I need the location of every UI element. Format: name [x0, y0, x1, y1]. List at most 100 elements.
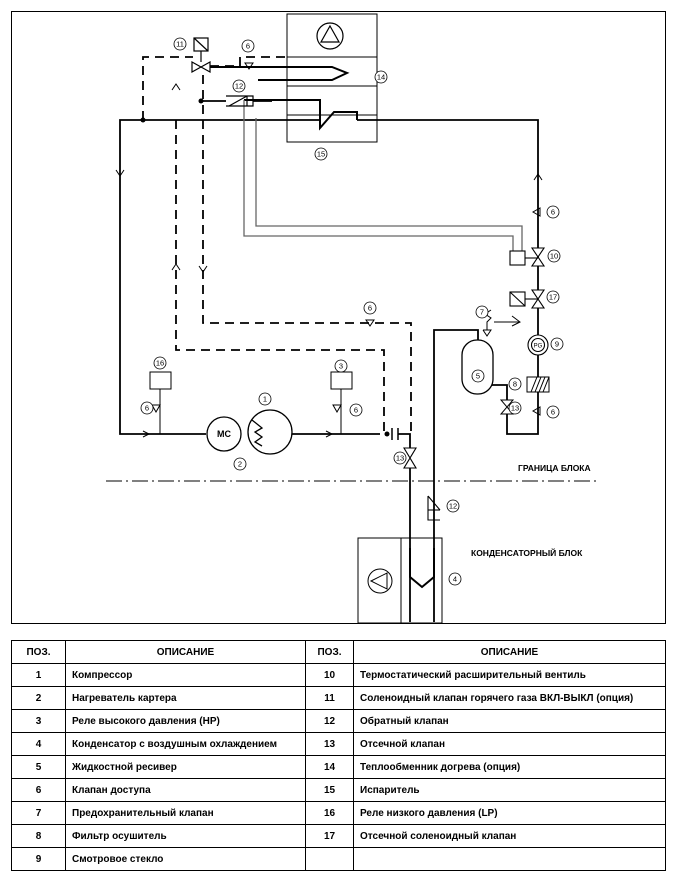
pos-header-left: ПОЗ. — [11, 640, 66, 664]
sensing-bulb-lines — [243, 100, 523, 255]
pos-cell: 9 — [11, 847, 66, 871]
svg-text:11: 11 — [176, 40, 184, 49]
table-row: 4 Конденсатор с воздушным охлаждением 13… — [11, 732, 666, 756]
pos-cell: 2 — [11, 686, 66, 710]
svg-text:17: 17 — [549, 293, 557, 302]
desc-cell: Фильтр осушитель — [65, 824, 306, 848]
pos-cell: 14 — [305, 755, 354, 779]
pos-header-right: ПОЗ. — [305, 640, 354, 664]
pos-cell: 15 — [305, 778, 354, 802]
desc-header-right: ОПИСАНИЕ — [353, 640, 666, 664]
desc-cell: Нагреватель картера — [65, 686, 306, 710]
table-row: 7 Предохранительный клапан 16 Реле низко… — [11, 801, 666, 825]
desc-cell — [353, 847, 666, 871]
svg-text:3: 3 — [339, 362, 343, 371]
svg-text:6: 6 — [551, 208, 555, 217]
check-valve-12-top — [226, 95, 254, 107]
svg-text:6: 6 — [354, 406, 358, 415]
liquid-receiver — [461, 339, 494, 395]
check-valve-12-discharge — [427, 495, 441, 521]
callouts — [140, 37, 564, 586]
pos-cell: 3 — [11, 709, 66, 733]
table-row: 8 Фильтр осушитель 17 Отсечной соленоидн… — [11, 824, 666, 848]
liquid-and-suction-lines — [119, 100, 539, 622]
evaporator-coil — [244, 99, 358, 131]
table-row: 6 Клапан доступа 15 Испаритель — [11, 778, 666, 802]
block-boundary-label: ГРАНИЦА БЛОКА — [518, 463, 591, 473]
svg-text:4: 4 — [453, 575, 457, 584]
pos-cell — [305, 847, 354, 871]
filter-drier — [526, 376, 550, 393]
callout-numbers: 11 6 12 14 15 6 10 17 6 7 9 8 5 13 6 1 2… — [145, 40, 559, 584]
pos-cell: 17 — [305, 824, 354, 848]
shutoff-valve-13-discharge — [403, 447, 417, 469]
pos-cell: 13 — [305, 732, 354, 756]
desc-cell: Теплообменник догрева (опция) — [353, 755, 666, 779]
pos-cell: 11 — [305, 686, 354, 710]
table-row: 2 Нагреватель картера 11 Соленоидный кла… — [11, 686, 666, 710]
pos-cell: 4 — [11, 732, 66, 756]
solenoid-valve-11 — [191, 37, 211, 74]
table-row: 5 Жидкостной ресивер 14 Теплообменник до… — [11, 755, 666, 779]
svg-text:12: 12 — [449, 502, 457, 511]
svg-text:10: 10 — [550, 252, 558, 261]
desc-cell: Компрессор — [65, 663, 306, 687]
desc-cell: Смотровое стекло — [65, 847, 306, 871]
expansion-and-solenoid-valves — [509, 247, 546, 309]
sight-glass — [527, 334, 549, 356]
desc-cell: Реле низкого давления (LP) — [353, 801, 666, 825]
desc-cell: Обратный клапан — [353, 709, 666, 733]
svg-text:12: 12 — [235, 82, 243, 91]
pos-cell: 16 — [305, 801, 354, 825]
svg-text:14: 14 — [377, 73, 385, 82]
access-valves — [151, 62, 541, 416]
desc-cell: Соленоидный клапан горячего газа ВКЛ-ВЫК… — [353, 686, 666, 710]
air-handler-unit — [286, 13, 378, 143]
pos-cell: 1 — [11, 663, 66, 687]
desc-cell: Отсечной соленоидный клапан — [353, 824, 666, 848]
legend-header-row: ПОЗ. ОПИСАНИЕ ПОЗ. ОПИСАНИЕ — [11, 640, 666, 664]
sight-glass-label: PG — [534, 344, 543, 350]
desc-cell: Жидкостной ресивер — [65, 755, 306, 779]
condenser-unit-label: КОНДЕНСАТОРНЫЙ БЛОК — [471, 547, 583, 558]
condenser-unit — [357, 537, 443, 624]
svg-text:8: 8 — [513, 380, 517, 389]
desc-cell: Испаритель — [353, 778, 666, 802]
pos-cell: 6 — [11, 778, 66, 802]
desc-cell: Предохранительный клапан — [65, 801, 306, 825]
desc-cell: Термостатический расширительный вентиль — [353, 663, 666, 687]
svg-text:6: 6 — [551, 408, 555, 417]
svg-text:7: 7 — [480, 308, 484, 317]
condenser-coil — [409, 548, 435, 589]
pipe-junctions — [140, 98, 390, 437]
relief-valve — [482, 309, 521, 337]
pos-cell: 8 — [11, 824, 66, 848]
pos-cell: 5 — [11, 755, 66, 779]
service-valve-pair — [391, 428, 399, 440]
flow-arrows — [115, 83, 543, 438]
hot-gas-bypass-lines — [142, 56, 412, 432]
svg-text:5: 5 — [476, 372, 480, 381]
svg-text:13: 13 — [396, 454, 404, 463]
reheat-coil — [203, 66, 350, 81]
desc-cell: Реле высокого давления (HP) — [65, 709, 306, 733]
compressor-label: MC — [217, 429, 231, 439]
compressor — [206, 409, 293, 455]
diagram-frame — [11, 11, 666, 624]
desc-cell: Отсечной клапан — [353, 732, 666, 756]
legend-table: ПОЗ. ОПИСАНИЕ ПОЗ. ОПИСАНИЕ 1 Компрессор… — [11, 640, 666, 871]
svg-text:9: 9 — [555, 340, 559, 349]
table-row: 1 Компрессор 10 Термостатический расшири… — [11, 663, 666, 687]
svg-text:13: 13 — [511, 404, 519, 413]
desc-cell: Клапан доступа — [65, 778, 306, 802]
svg-text:6: 6 — [368, 304, 372, 313]
svg-text:1: 1 — [263, 395, 267, 404]
svg-text:6: 6 — [145, 404, 149, 413]
svg-text:6: 6 — [246, 42, 250, 51]
pressure-switches — [149, 371, 353, 434]
svg-text:16: 16 — [156, 359, 164, 368]
svg-text:2: 2 — [238, 460, 242, 469]
table-row: 3 Реле высокого давления (HP) 12 Обратны… — [11, 709, 666, 733]
desc-cell: Конденсатор с воздушным охлаждением — [65, 732, 306, 756]
fan-icon — [316, 22, 344, 50]
